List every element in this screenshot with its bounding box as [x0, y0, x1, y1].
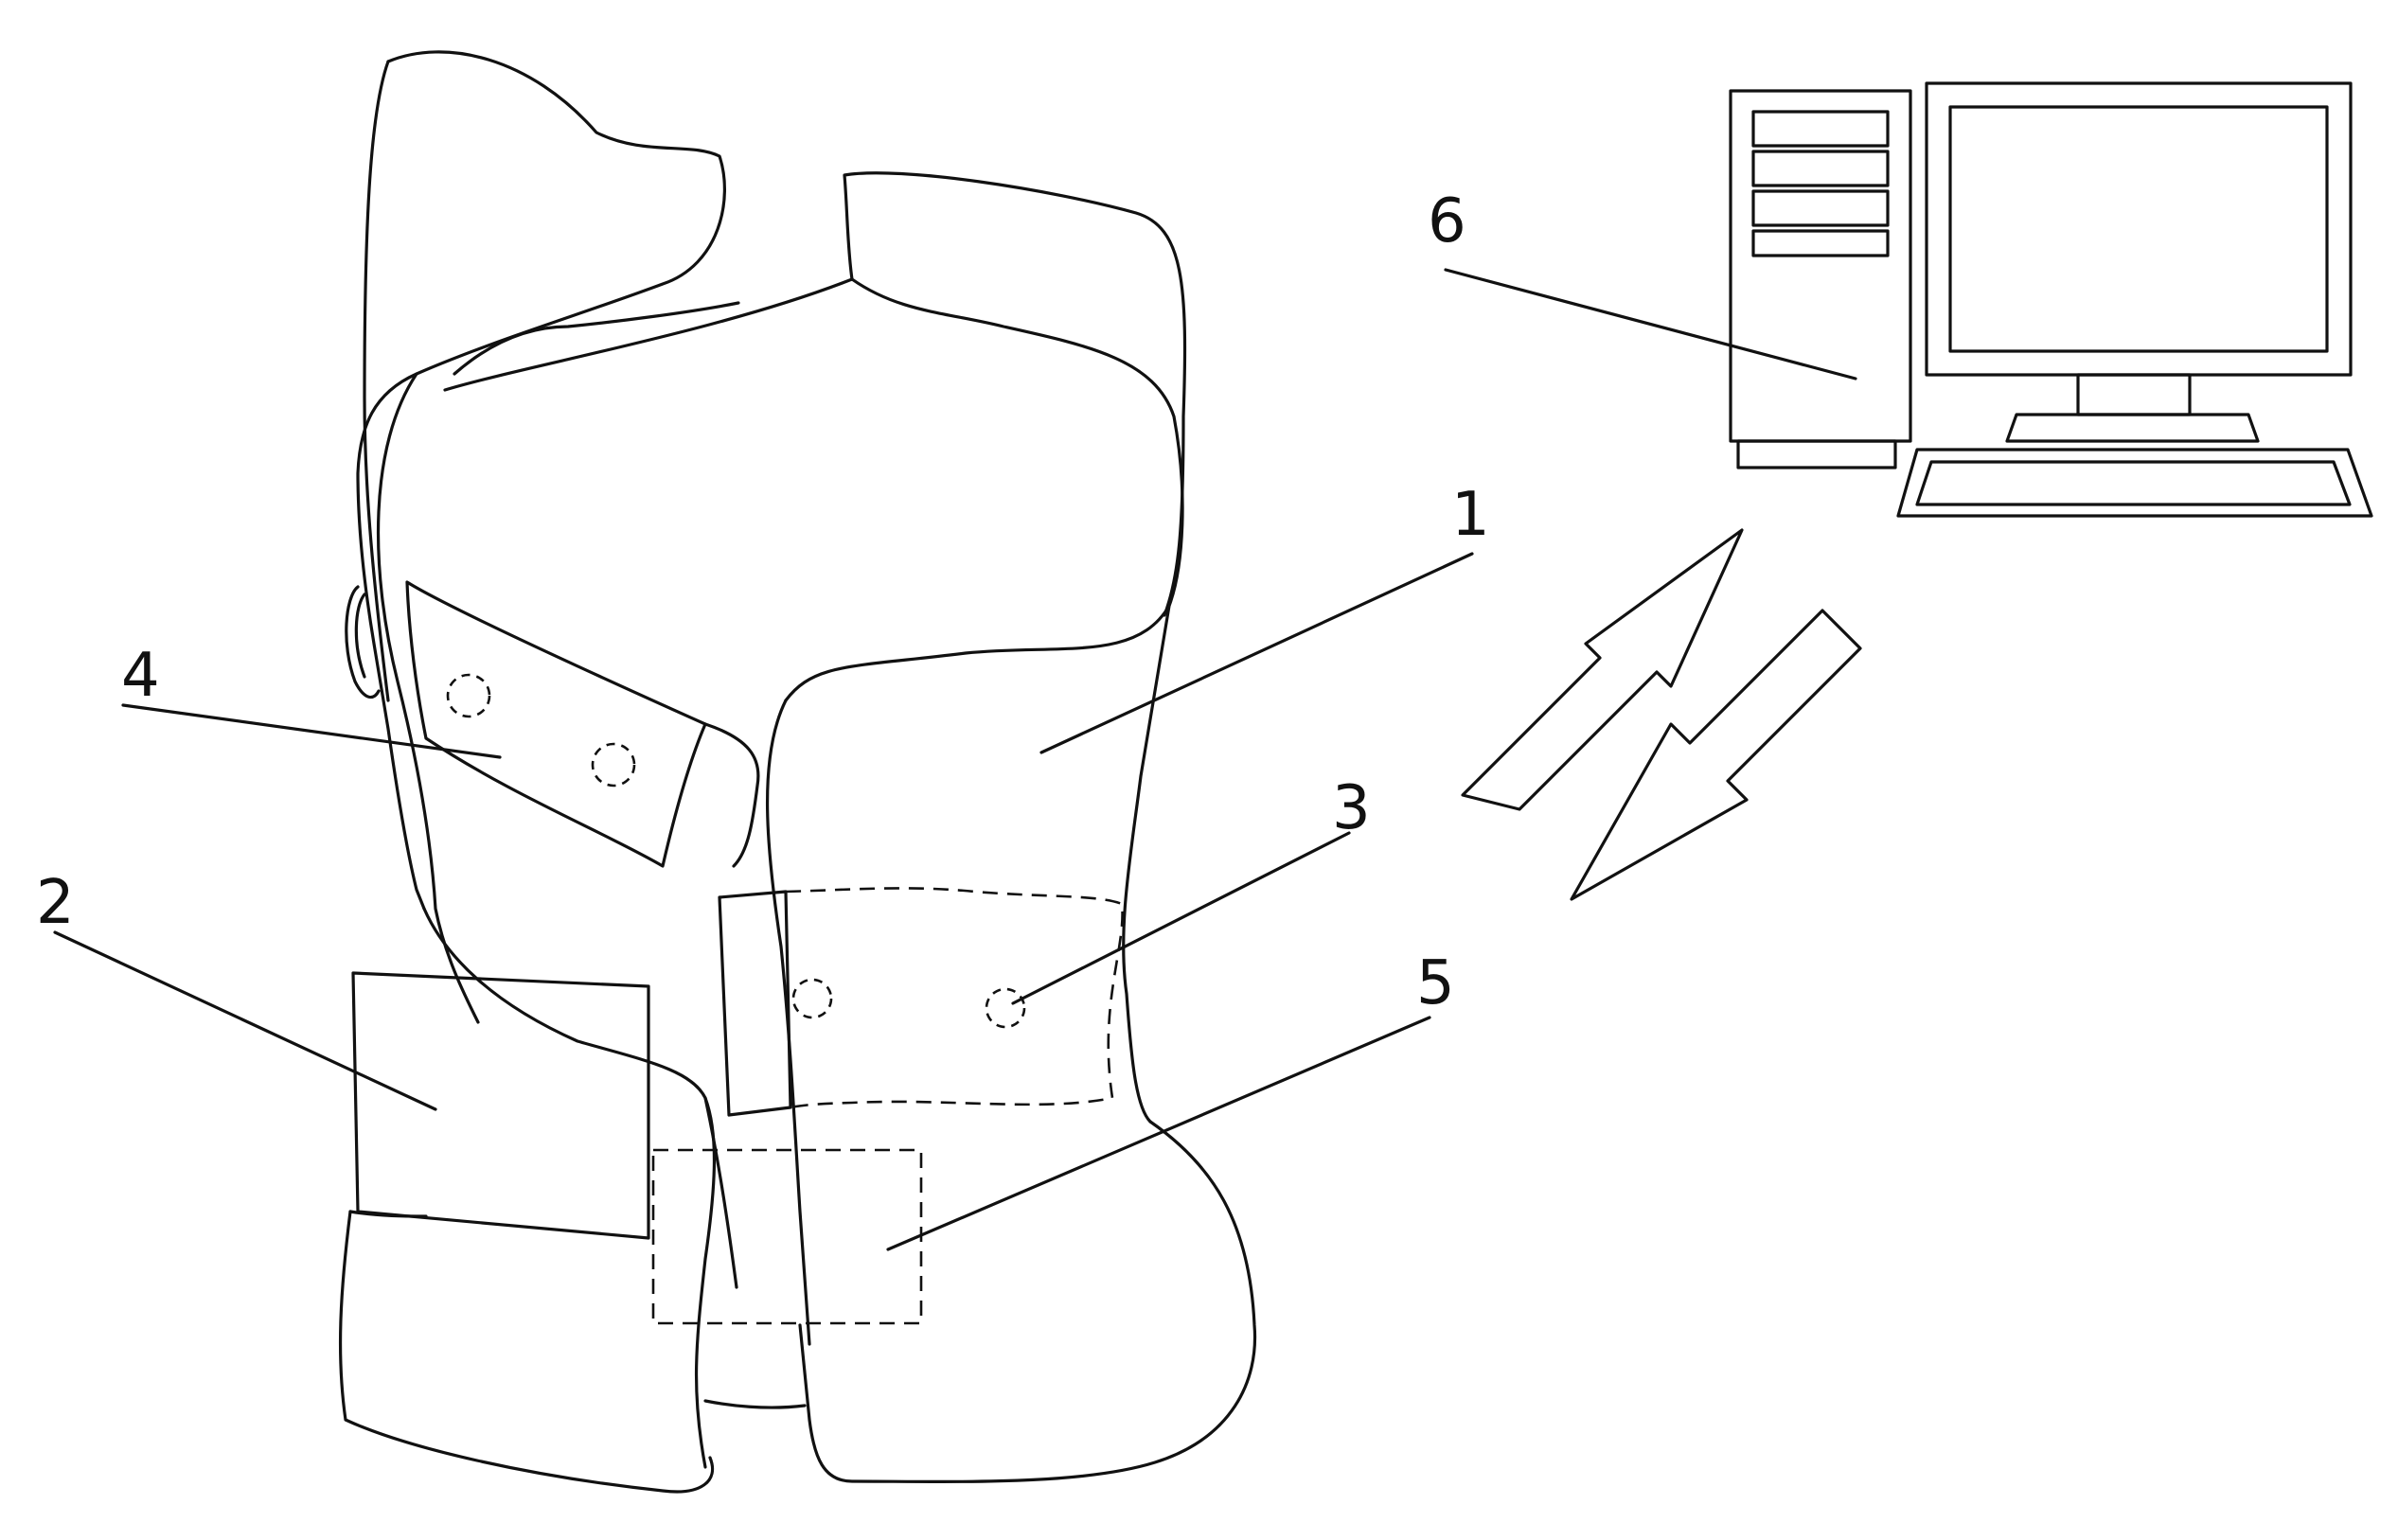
- leader-line-6: [1444, 268, 1857, 381]
- electrode-circle: [791, 978, 833, 1019]
- callout-2: 2: [36, 868, 75, 938]
- leader-line-3: [1011, 831, 1351, 1005]
- callout-6: 6: [1428, 186, 1466, 257]
- computer-keyboard: [1896, 448, 2373, 518]
- wireless-transmit-arrow: [1461, 528, 1744, 811]
- desktop-computer-icon: [1729, 81, 2373, 518]
- pocket-module: [351, 971, 650, 1240]
- leader-line-2: [53, 930, 437, 1111]
- sensor-patch-lower: [718, 887, 1124, 1117]
- leader-line-1: [1039, 552, 1474, 754]
- callout-5: 5: [1416, 948, 1455, 1018]
- vest-outline: [338, 50, 1257, 1494]
- leader-line-5: [886, 1016, 1431, 1251]
- electrode-circle: [591, 742, 636, 788]
- computer-tower: [1729, 89, 1912, 443]
- hidden-module-dashed: [651, 1148, 923, 1325]
- wireless-receive-arrow: [1570, 609, 1862, 901]
- callout-3: 3: [1332, 773, 1371, 843]
- electrode-circle: [446, 673, 491, 718]
- callout-4: 4: [121, 641, 160, 711]
- sensor-patch-upper: [405, 580, 760, 868]
- computer-monitor: [1925, 81, 2353, 377]
- electrode-circle: [985, 987, 1026, 1029]
- leader-line-4: [121, 703, 502, 759]
- callout-1: 1: [1451, 480, 1490, 550]
